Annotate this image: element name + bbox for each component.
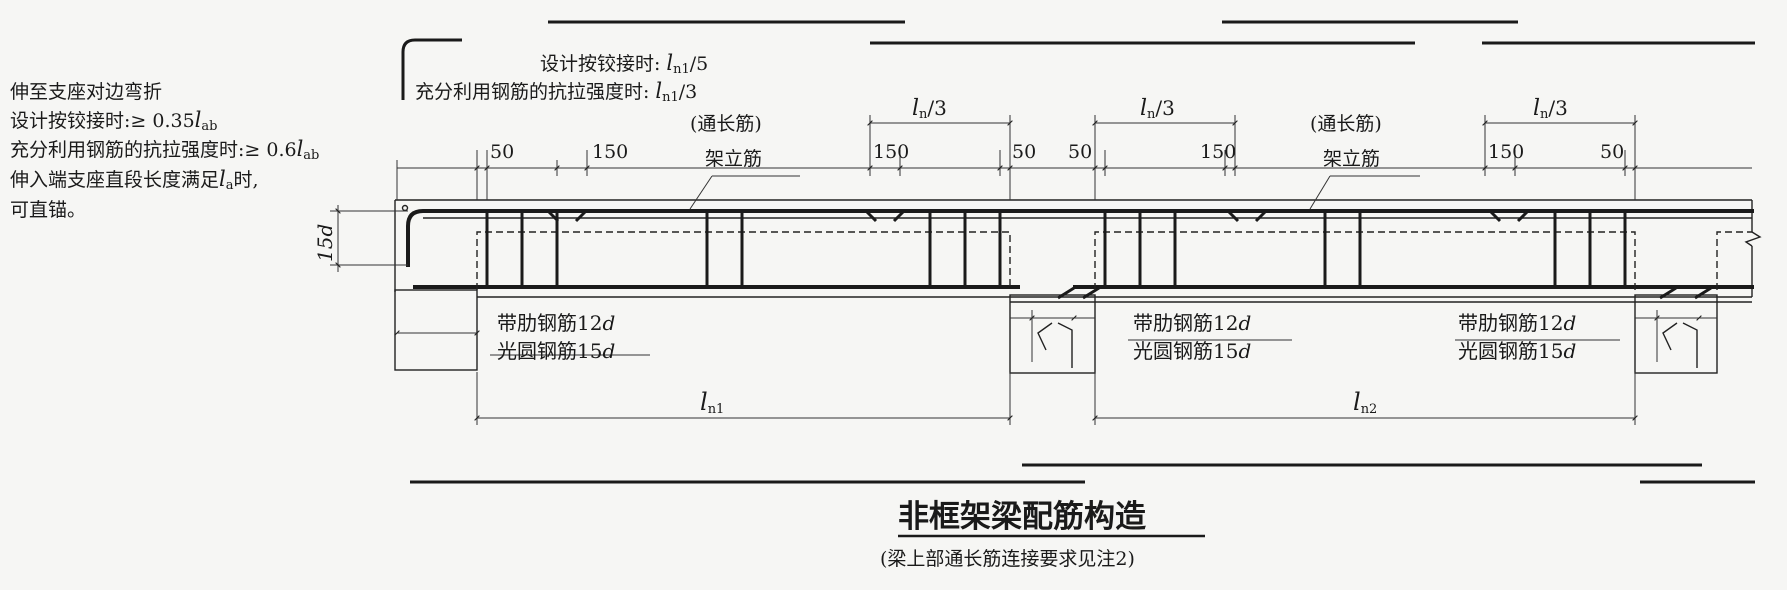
bottom-anchorage-hooks — [1037, 286, 1712, 368]
dim-150-span2-left: 150 — [1200, 141, 1236, 163]
ribbed-bar-anchor-mid: 带肋钢筋12d — [1133, 311, 1251, 335]
dim-ln-third-1: ln/3 — [912, 96, 947, 122]
dim-150-span1-right: 150 — [873, 141, 909, 163]
middle-support — [1009, 294, 1096, 374]
decorative-lines — [401, 20, 1755, 484]
top-note-full-strength: 充分利用钢筋的抗拉强度时:ln1/3 — [415, 79, 697, 105]
dim-ln1: ln1 — [700, 388, 724, 417]
stirrups — [485, 212, 1627, 287]
note-bend-to-far-side: 伸至支座对边弯折 — [10, 81, 162, 103]
top-note-hinge: 设计按铰接时:ln1/5 — [540, 51, 708, 77]
label-erection-bar-left: 架立筋 — [705, 148, 762, 170]
dim-50-span2-end: 50 — [1600, 141, 1624, 163]
beam-outline — [394, 199, 1762, 298]
drawing-subtitle-note: (梁上部通长筋连接要求见注2) — [880, 548, 1135, 570]
dim-ln-third-2: ln/3 — [1140, 96, 1175, 122]
label-erection-bar-right: 架立筋 — [1323, 148, 1380, 170]
note-full-strength-anchorage: 充分利用钢筋的抗拉强度时:≥ 0.6lab — [10, 137, 319, 163]
dim-150-left: 150 — [592, 141, 628, 163]
end-support-left — [394, 289, 478, 371]
dimension-lines — [330, 115, 1752, 425]
drawing-title: 非框架梁配筋构造 — [898, 499, 1146, 535]
ribbed-bar-anchor-right: 带肋钢筋12d — [1458, 311, 1576, 335]
dim-50-left: 50 — [490, 141, 514, 163]
supports — [394, 289, 1718, 374]
dim-50-span1-end: 50 — [1012, 141, 1036, 163]
note-direct-anchor: 可直锚。 — [10, 199, 86, 221]
splice-marks — [546, 209, 1530, 223]
plain-bar-anchor-mid: 光圆钢筋15d — [1133, 339, 1251, 363]
ribbed-bar-anchor-left: 带肋钢筋12d — [497, 311, 615, 335]
middle-support-right — [1634, 294, 1718, 374]
plain-bar-anchor-right: 光圆钢筋15d — [1458, 339, 1576, 363]
dim-150-span2-right: 150 — [1488, 141, 1524, 163]
dim-50-span2-start: 50 — [1068, 141, 1092, 163]
dim-ln2: ln2 — [1353, 388, 1377, 417]
note-straight-anchorage: 伸入端支座直段长度满足la时, — [10, 167, 259, 193]
dim-15d-hook: 15d — [313, 224, 337, 262]
plain-bar-anchor-left: 光圆钢筋15d — [497, 339, 615, 363]
dim-ln-third-3: ln/3 — [1533, 96, 1568, 122]
label-through-bar-right: (通长筋) — [1310, 113, 1382, 135]
label-through-bar-left: (通长筋) — [690, 113, 762, 135]
dashed-stirrup-zones — [476, 231, 1752, 290]
note-hinge-anchorage: 设计按铰接时:≥ 0.35lab — [10, 108, 217, 134]
top-through-bar — [406, 209, 1754, 267]
